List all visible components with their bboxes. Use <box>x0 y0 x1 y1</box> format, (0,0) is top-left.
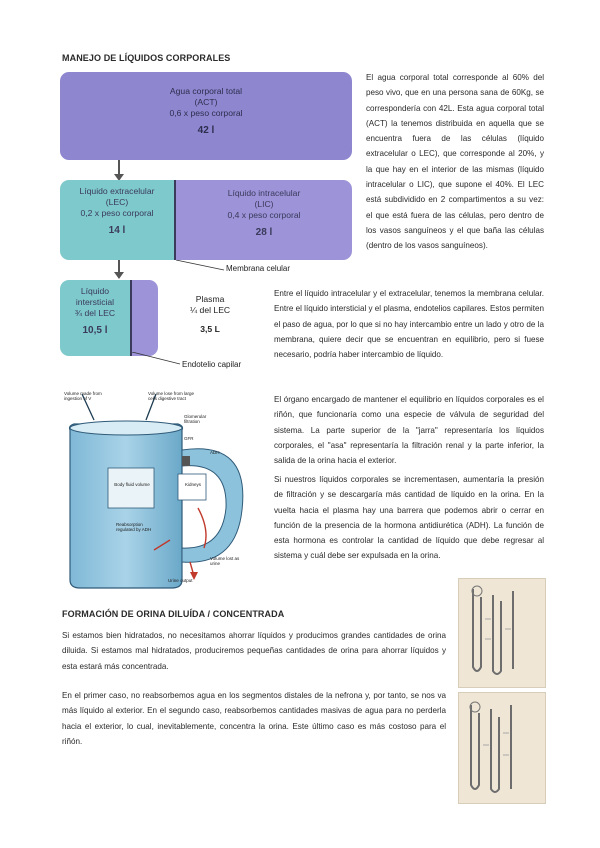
para-agua-corporal: El agua corporal total corresponde al 60… <box>366 73 544 251</box>
lec-line3: 0,2 x peso corporal <box>80 208 154 218</box>
lic-box: Líquido intracelular (LIC) 0,4 x peso co… <box>176 180 352 260</box>
jar-label-reab: Reabsorption regulated by ADH <box>116 522 152 532</box>
membrane-line <box>174 180 176 260</box>
jar-label-out: Volume lost as urine <box>210 556 240 566</box>
plasma-label-group: Plasma ¼ del LEC 3,5 L <box>190 294 230 335</box>
lic-volume: 28 l <box>255 227 273 238</box>
jar-label-adh: ADH <box>210 450 220 455</box>
plasma-line1: Plasma <box>195 294 225 304</box>
act-box: Agua corporal total (ACT) 0,6 x peso cor… <box>60 72 352 160</box>
lic-line2: (LIC) <box>254 199 274 209</box>
endotelio-pointer <box>131 352 181 365</box>
plasma-volume: 3,5 L <box>200 324 220 334</box>
para-membrana: Entre el líquido intracelular y el extra… <box>274 289 544 360</box>
jar-label-in2: Volume lose from large cells digestive t… <box>148 391 195 401</box>
para-adh: Si nuestros líquidos corporales se incre… <box>274 475 544 561</box>
section-title-manejo: MANEJO DE LÍQUIDOS CORPORALES <box>62 53 231 63</box>
membrana-label: Membrana celular <box>226 264 291 273</box>
arrow-shaft-1 <box>118 160 120 176</box>
lec-volume: 14 l <box>108 225 126 236</box>
intersticial-line1: Líquido <box>80 286 110 296</box>
lic-line1: Líquido intracelular <box>227 188 301 198</box>
section-title-formacion: FORMACIÓN DE ORINA DILUÍDA / CONCENTRADA <box>62 609 285 619</box>
lic-line3: 0,4 x peso corporal <box>227 210 301 220</box>
jar-label-body: Body fluid volume <box>114 482 150 487</box>
lec-box: Líquido extracelular (LEC) 0,2 x peso co… <box>60 180 174 260</box>
intersticial-box: Líquido intersticial ¾ del LEC 10,5 l <box>60 280 130 356</box>
endotelio-label: Endotelio capilar <box>182 360 242 369</box>
intersticial-line2: intersticial <box>75 297 115 307</box>
act-line1: Agua corporal total <box>169 86 243 96</box>
jar-label-in1: Volume made from ingestion of V <box>64 391 102 401</box>
nephron-concentrated-image <box>458 692 546 804</box>
act-line3: 0,6 x peso corporal <box>169 108 243 118</box>
para-reabsorcion: En el primer caso, no reabsorbemos agua … <box>62 691 446 746</box>
intersticial-line3: ¾ del LEC <box>74 308 116 318</box>
jar-label-gfr: GFR <box>184 436 194 441</box>
jar-diagram: Volume made from ingestion of V Volume l… <box>60 390 265 595</box>
nephron-concentrated-illustration <box>469 701 512 793</box>
plasma-box <box>132 280 158 356</box>
para-hidratados: Si estamos bien hidratados, no necesitam… <box>62 631 446 671</box>
jar-label-kidney: Kidneys <box>184 482 201 487</box>
lec-line1: Líquido extracelular <box>79 186 155 196</box>
para-rinon: El órgano encargado de mantener el equil… <box>274 395 544 466</box>
jar-label-cl: Urine output <box>168 578 193 583</box>
arrow-shaft-2 <box>118 260 120 274</box>
compartments-diagram: Agua corporal total (ACT) 0,6 x peso cor… <box>60 72 360 392</box>
arrow-down-icon <box>114 174 124 181</box>
membrana-pointer <box>175 260 225 271</box>
jar-label-glom: Glomerular filtration <box>184 414 207 424</box>
act-line2: (ACT) <box>194 97 218 107</box>
endothelium-line <box>130 280 132 356</box>
act-volume: 42 l <box>197 125 215 136</box>
lec-line2: (LEC) <box>105 197 129 207</box>
jar-illustration <box>68 393 244 589</box>
nephron-diluted-image <box>458 578 546 688</box>
nephron-diluted-illustration <box>471 585 514 675</box>
arrow-down-icon-2 <box>114 272 124 279</box>
plasma-line2: ¼ del LEC <box>190 305 231 315</box>
intersticial-volume: 10,5 l <box>82 325 108 336</box>
